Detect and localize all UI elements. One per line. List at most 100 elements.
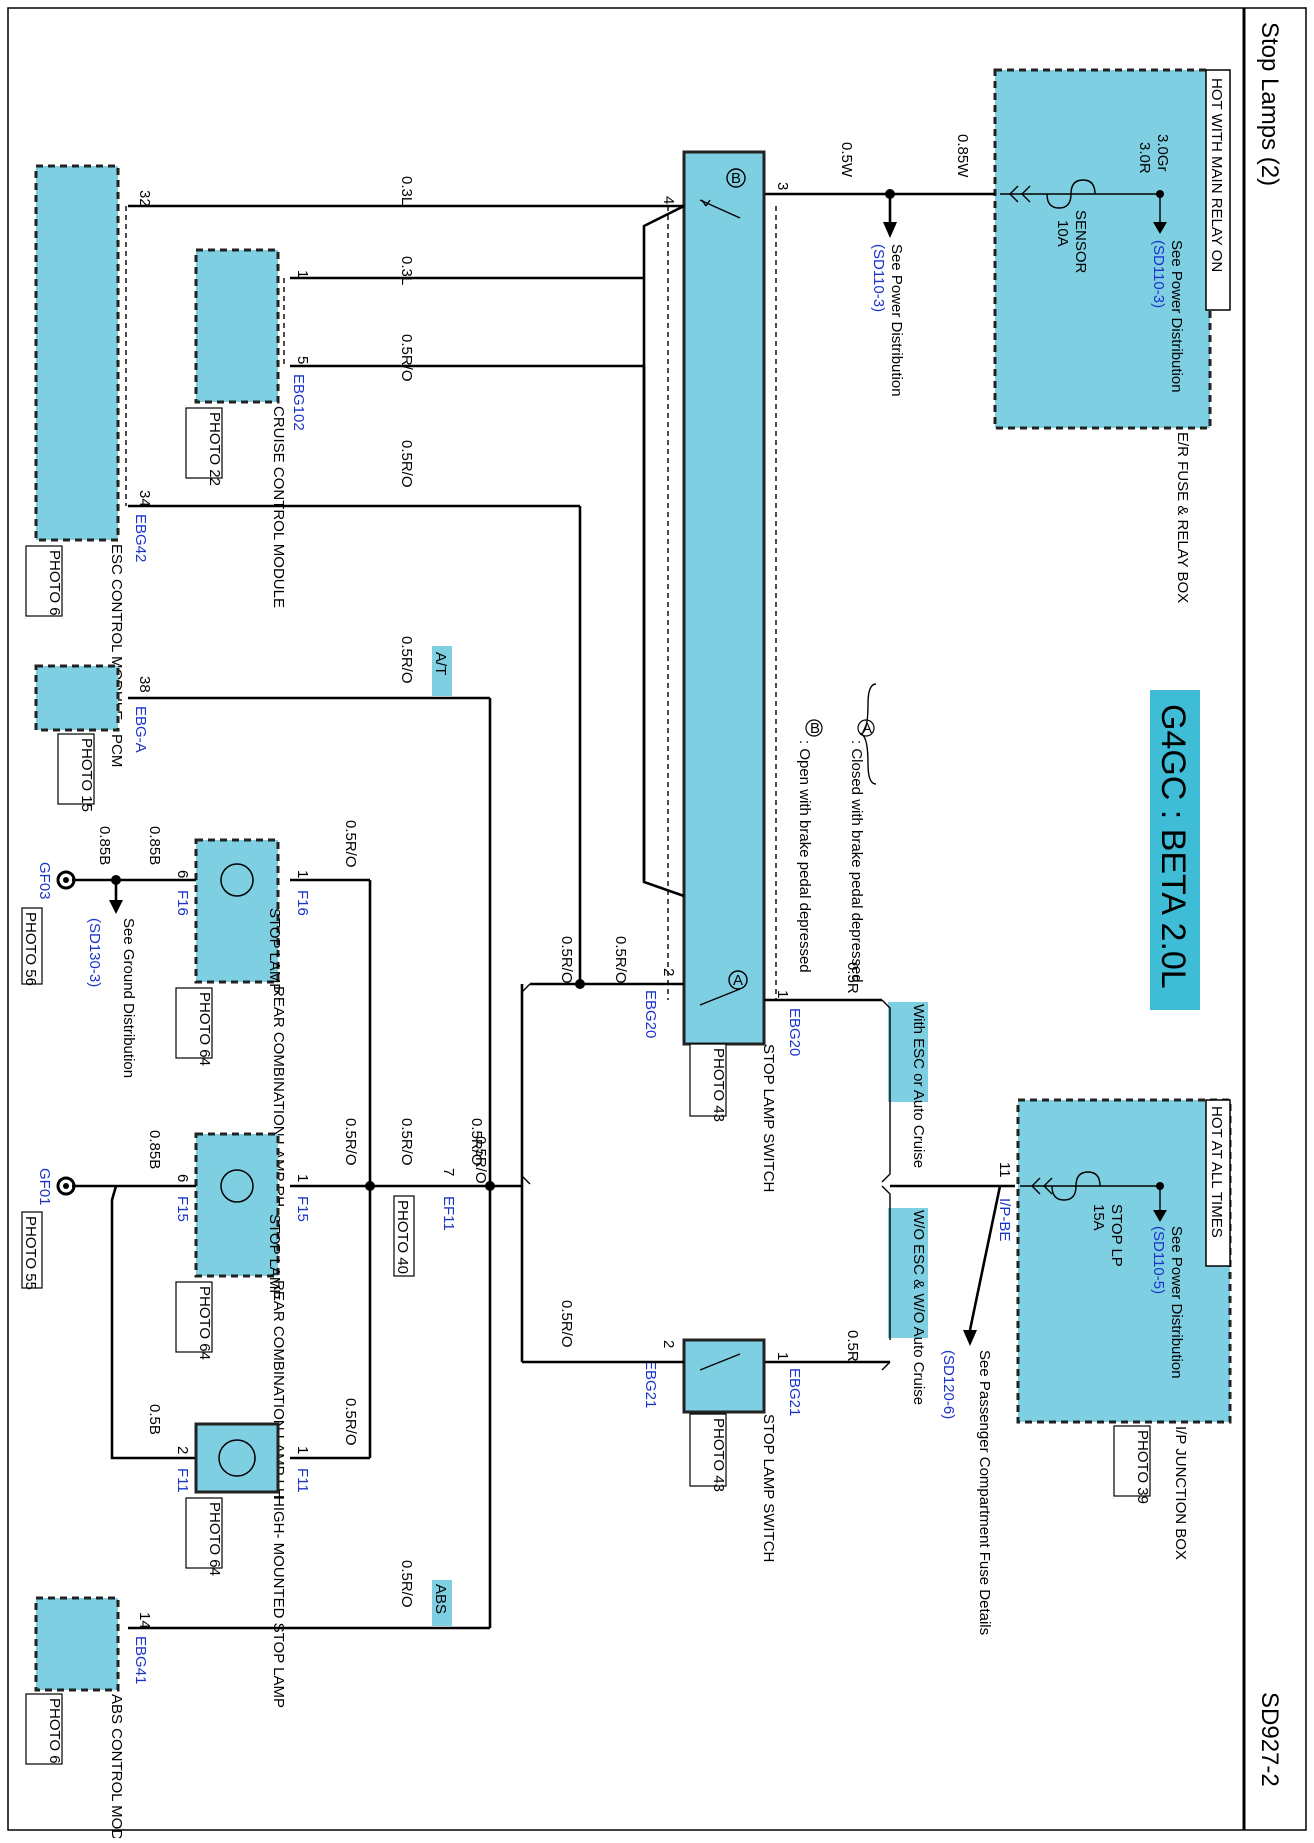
arrow-down-icon	[1153, 1210, 1167, 1222]
engine-banner: G4GC : BETA 2.0L	[1154, 704, 1192, 989]
cruise-label: CRUISE CONTROL MODULE	[270, 406, 287, 608]
ip-box-photo: PHOTO 39	[1134, 1430, 1151, 1504]
f15-connector-a[interactable]: F15	[294, 1196, 311, 1222]
pin-2-hm: 2	[174, 1446, 191, 1454]
f11-connector-a[interactable]: F11	[294, 1468, 311, 1493]
pin-14: 14	[136, 1612, 153, 1629]
wire-0.5r/o-13: 0.5R/O	[342, 1398, 359, 1446]
wire-0.5r/o-12: 0.5R/O	[342, 1118, 359, 1166]
wire-0.3l-a: 0.3L	[398, 176, 415, 205]
lamp-bulb-icon	[220, 1169, 254, 1203]
ipbe-connector[interactable]: I/P-BE	[996, 1198, 1013, 1241]
ef11-connector[interactable]: EF11	[440, 1196, 457, 1231]
gf01-ground[interactable]: GF01	[36, 1168, 53, 1206]
wire-0.5r/o-4: 0.5R/O	[398, 440, 415, 488]
f16-connector-b[interactable]: F16	[174, 890, 191, 916]
page-id: SD927-2	[1256, 1692, 1283, 1787]
gf03-ground[interactable]: GF03	[36, 862, 53, 900]
pin-1-cruise: 1	[294, 270, 311, 278]
stop-switch2-label: STOP LAMP SWITCH	[760, 1414, 777, 1562]
ebg21-connector-a[interactable]: EBG21	[786, 1368, 803, 1416]
pin-6-lh: 6	[174, 1174, 191, 1182]
arrow-down-icon	[963, 1330, 977, 1346]
main-relay-condition-box	[1205, 69, 1231, 311]
wire-0.5w: 0.5W	[838, 142, 855, 178]
ground-icon	[56, 1176, 76, 1196]
ip-junction-box	[1016, 1098, 1232, 1424]
note-b-text: : Open with brake pedal depressed	[796, 740, 813, 973]
ebg41-connector[interactable]: EBG41	[132, 1636, 149, 1684]
rear-rh-photo: PHOTO 64	[196, 992, 213, 1066]
pin-1-rh: 1	[294, 870, 311, 878]
ebg20-connector-a[interactable]: EBG20	[786, 1008, 803, 1056]
pin-7: 7	[440, 1168, 457, 1176]
wire-0.85b-2: 0.85B	[96, 826, 113, 865]
ground-icon	[56, 870, 76, 890]
pd2-text: See Power Distribution	[1168, 240, 1185, 393]
wire-0.5r/o-9: 0.5R/O	[468, 1118, 485, 1166]
arrow-down-icon	[1153, 222, 1167, 234]
gnd-text: See Ground Distribution	[120, 918, 137, 1078]
gf03-photo: PHOTO 56	[22, 912, 39, 986]
stop-fuse-name: STOP LP	[1108, 1204, 1125, 1267]
option-abs: ABS	[432, 1584, 449, 1614]
pin-11: 11	[996, 1162, 1013, 1178]
gf01-photo: PHOTO 55	[22, 1216, 39, 1290]
wire-0.85b-3: 0.85B	[146, 1130, 163, 1169]
wire-0.85w: 0.85W	[954, 134, 971, 178]
pass-text: See Passenger Compartment Fuse Details	[976, 1350, 993, 1635]
rear-lh-photo: PHOTO 64	[196, 1286, 213, 1360]
gnd-ref[interactable]: (SD130-3)	[86, 918, 103, 987]
svg-text:A: A	[733, 972, 743, 989]
pin-1-switch: 1	[774, 990, 791, 998]
pd2-ref[interactable]: (SD110-3)	[1150, 240, 1167, 308]
pin-2-switch2: 2	[660, 1340, 677, 1348]
er-fuse-relay-box	[993, 68, 1212, 430]
main-relay-condition: HOT WITH MAIN RELAY ON	[1208, 78, 1225, 272]
pd3-ref[interactable]: (SD110-5)	[1150, 1226, 1167, 1294]
wire-0.3l-b: 0.3L	[398, 256, 415, 285]
hmsl-label: HIGH- MOUNTED STOP LAMP	[270, 1496, 287, 1708]
ebg42-connector[interactable]: EBG42	[132, 514, 149, 562]
esc-control-module	[34, 164, 120, 542]
engine-banner-box	[1150, 690, 1200, 1010]
pcm-photo: PHOTO 15	[78, 738, 95, 812]
connector-icon	[1009, 185, 1031, 203]
f15-connector-b[interactable]: F15	[174, 1196, 191, 1222]
wire-0.5r/o-1: 0.5R/O	[612, 936, 629, 984]
stop-lamp-switch-ebg21	[682, 1338, 766, 1414]
esc-photo: PHOTO 6	[46, 550, 63, 616]
wire-3.0r: 3.0R	[1136, 142, 1153, 174]
lamp-bulb-icon	[218, 1439, 256, 1477]
pin-1-lh: 1	[294, 1174, 311, 1182]
pin-2-switch: 2	[660, 968, 677, 976]
pin-6-rh: 6	[174, 870, 191, 878]
ebg21-connector-b[interactable]: EBG21	[642, 1360, 659, 1408]
wire-0.5r/o-2: 0.5R/O	[558, 936, 575, 984]
pd1-ref[interactable]: (SD110-3)	[870, 244, 887, 312]
wire-0.5r-1: 0.5R	[844, 962, 861, 994]
lamp-bulb-icon	[220, 863, 254, 897]
ebg20-connector-b[interactable]: EBG20	[642, 990, 659, 1038]
svg-text:B: B	[731, 170, 741, 187]
page-border	[7, 7, 1307, 1831]
f11-connector-b[interactable]: F11	[174, 1468, 191, 1493]
fuse-icon	[1051, 1171, 1101, 1201]
stop-switch-label: STOP LAMP SWITCH	[760, 1044, 777, 1192]
wire-0.5r/o-10: 0.5R/O	[398, 1118, 415, 1166]
pin-38: 38	[136, 676, 153, 693]
wire-0.5r/o-5: 0.5R/O	[558, 1300, 575, 1348]
note-a-mark: A	[862, 720, 872, 737]
cruise-photo: PHOTO 22	[206, 412, 223, 486]
wire-0.5r/o-7: 0.5R/O	[398, 636, 415, 684]
note-b-mark: B	[810, 720, 820, 737]
high-mounted-stop-lamp	[194, 1422, 280, 1494]
ebg102-connector[interactable]: EBG102	[290, 374, 307, 431]
arrow-down-icon	[109, 900, 123, 914]
ebga-connector[interactable]: EBG-A	[132, 706, 149, 753]
arrow-down-icon	[883, 222, 897, 238]
f16-connector-a[interactable]: F16	[294, 890, 311, 916]
pass-ref[interactable]: (SD120-6)	[940, 1350, 957, 1419]
pd3-text: See Power Distribution	[1168, 1226, 1185, 1379]
